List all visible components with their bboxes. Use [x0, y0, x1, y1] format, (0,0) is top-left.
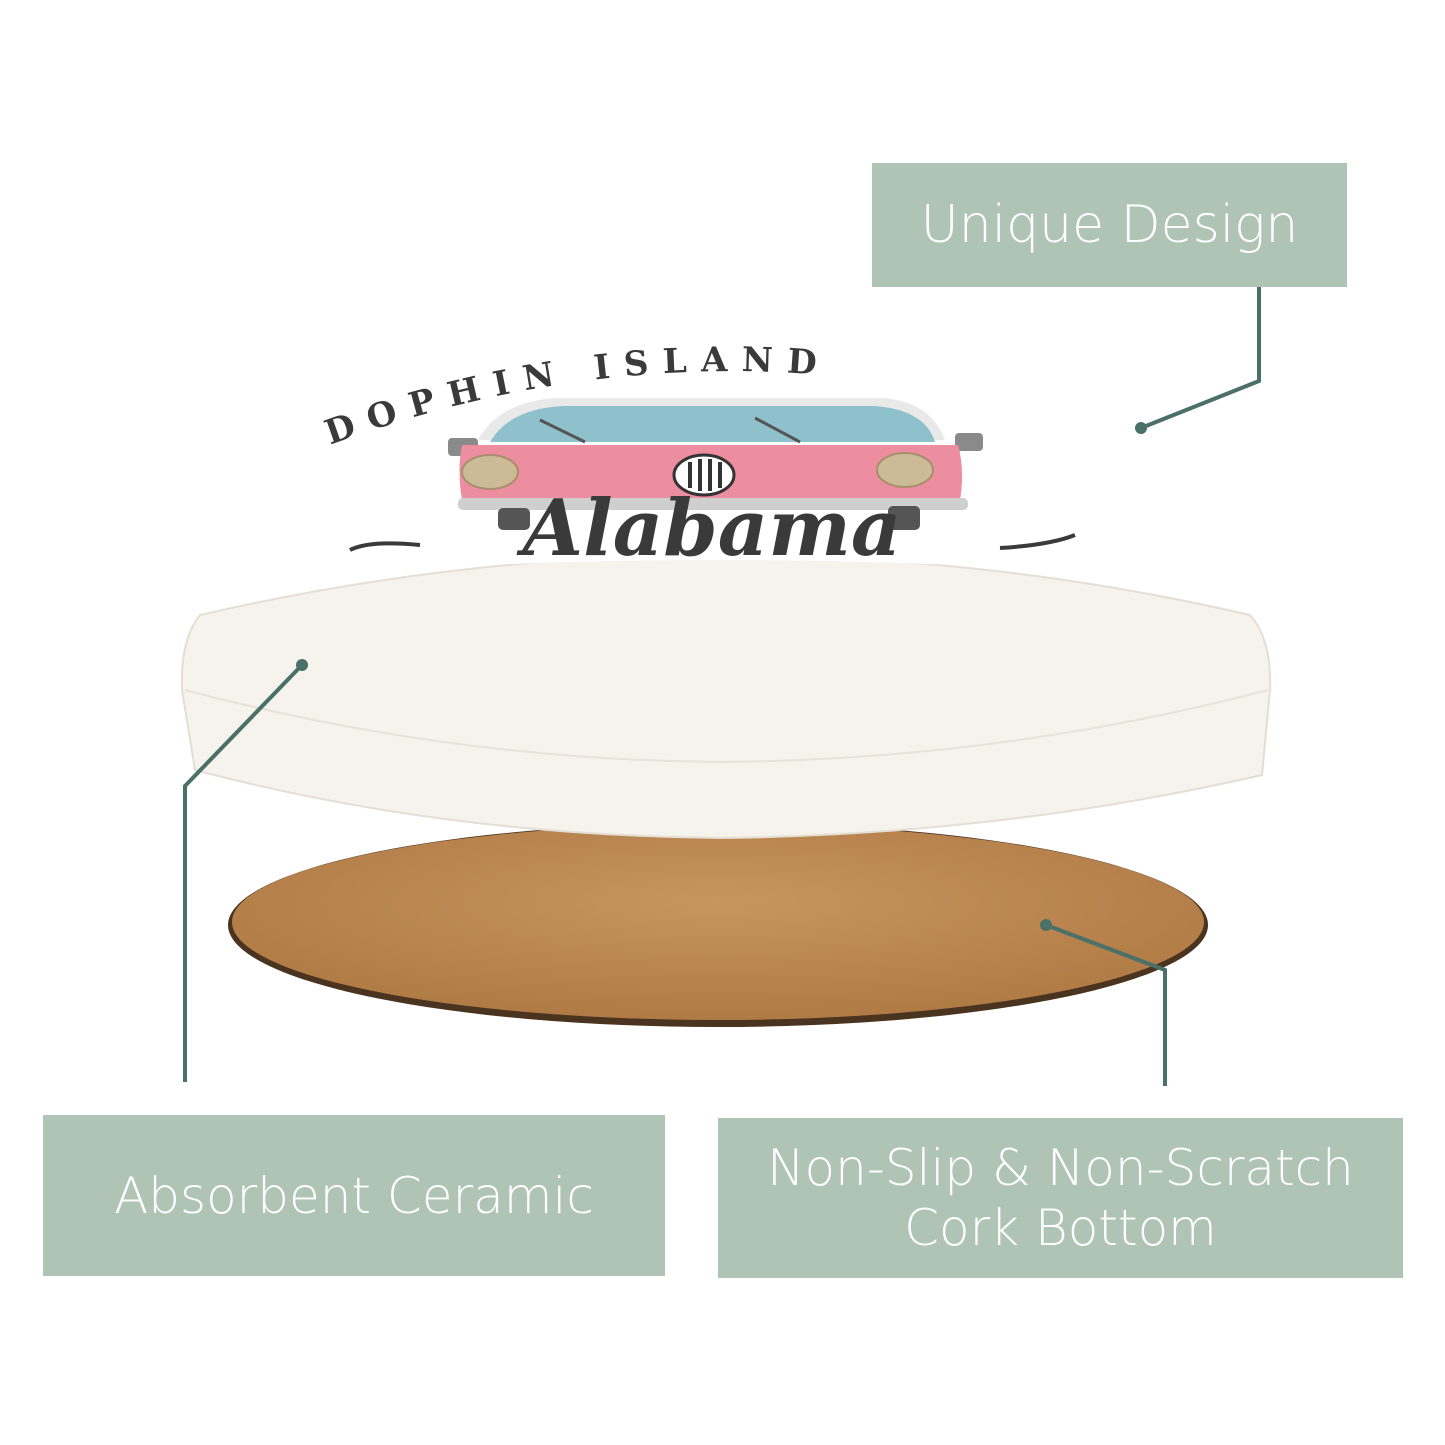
cork-surface — [232, 824, 1204, 1020]
label-unique-design: Unique Design — [872, 163, 1347, 287]
ceramic-edge-line — [184, 689, 1269, 764]
label-absorbent-ceramic-text: Absorbent Ceramic — [114, 1166, 594, 1225]
van-illustration — [448, 398, 983, 530]
label-cork-line1: Non-Slip & Non-Scratch — [767, 1139, 1354, 1197]
design-script-text: Alabama — [516, 483, 902, 574]
leader-line-ceramic — [183, 663, 304, 1082]
leader-dot-cork — [1040, 919, 1052, 931]
script-flourish — [349, 533, 1076, 552]
leader-dot-unique-design — [1135, 422, 1147, 434]
label-cork-bottom: Non-Slip & Non-Scratch Cork Bottom — [718, 1118, 1403, 1278]
leader-dot-ceramic — [296, 659, 308, 671]
label-absorbent-ceramic: Absorbent Ceramic — [43, 1115, 665, 1276]
ceramic-coaster — [180, 553, 1272, 840]
label-cork-line2: Cork Bottom — [904, 1199, 1217, 1257]
leader-line-unique-design — [1140, 287, 1261, 430]
label-unique-design-text: Unique Design — [920, 194, 1299, 255]
leader-line-cork — [1045, 923, 1167, 1086]
